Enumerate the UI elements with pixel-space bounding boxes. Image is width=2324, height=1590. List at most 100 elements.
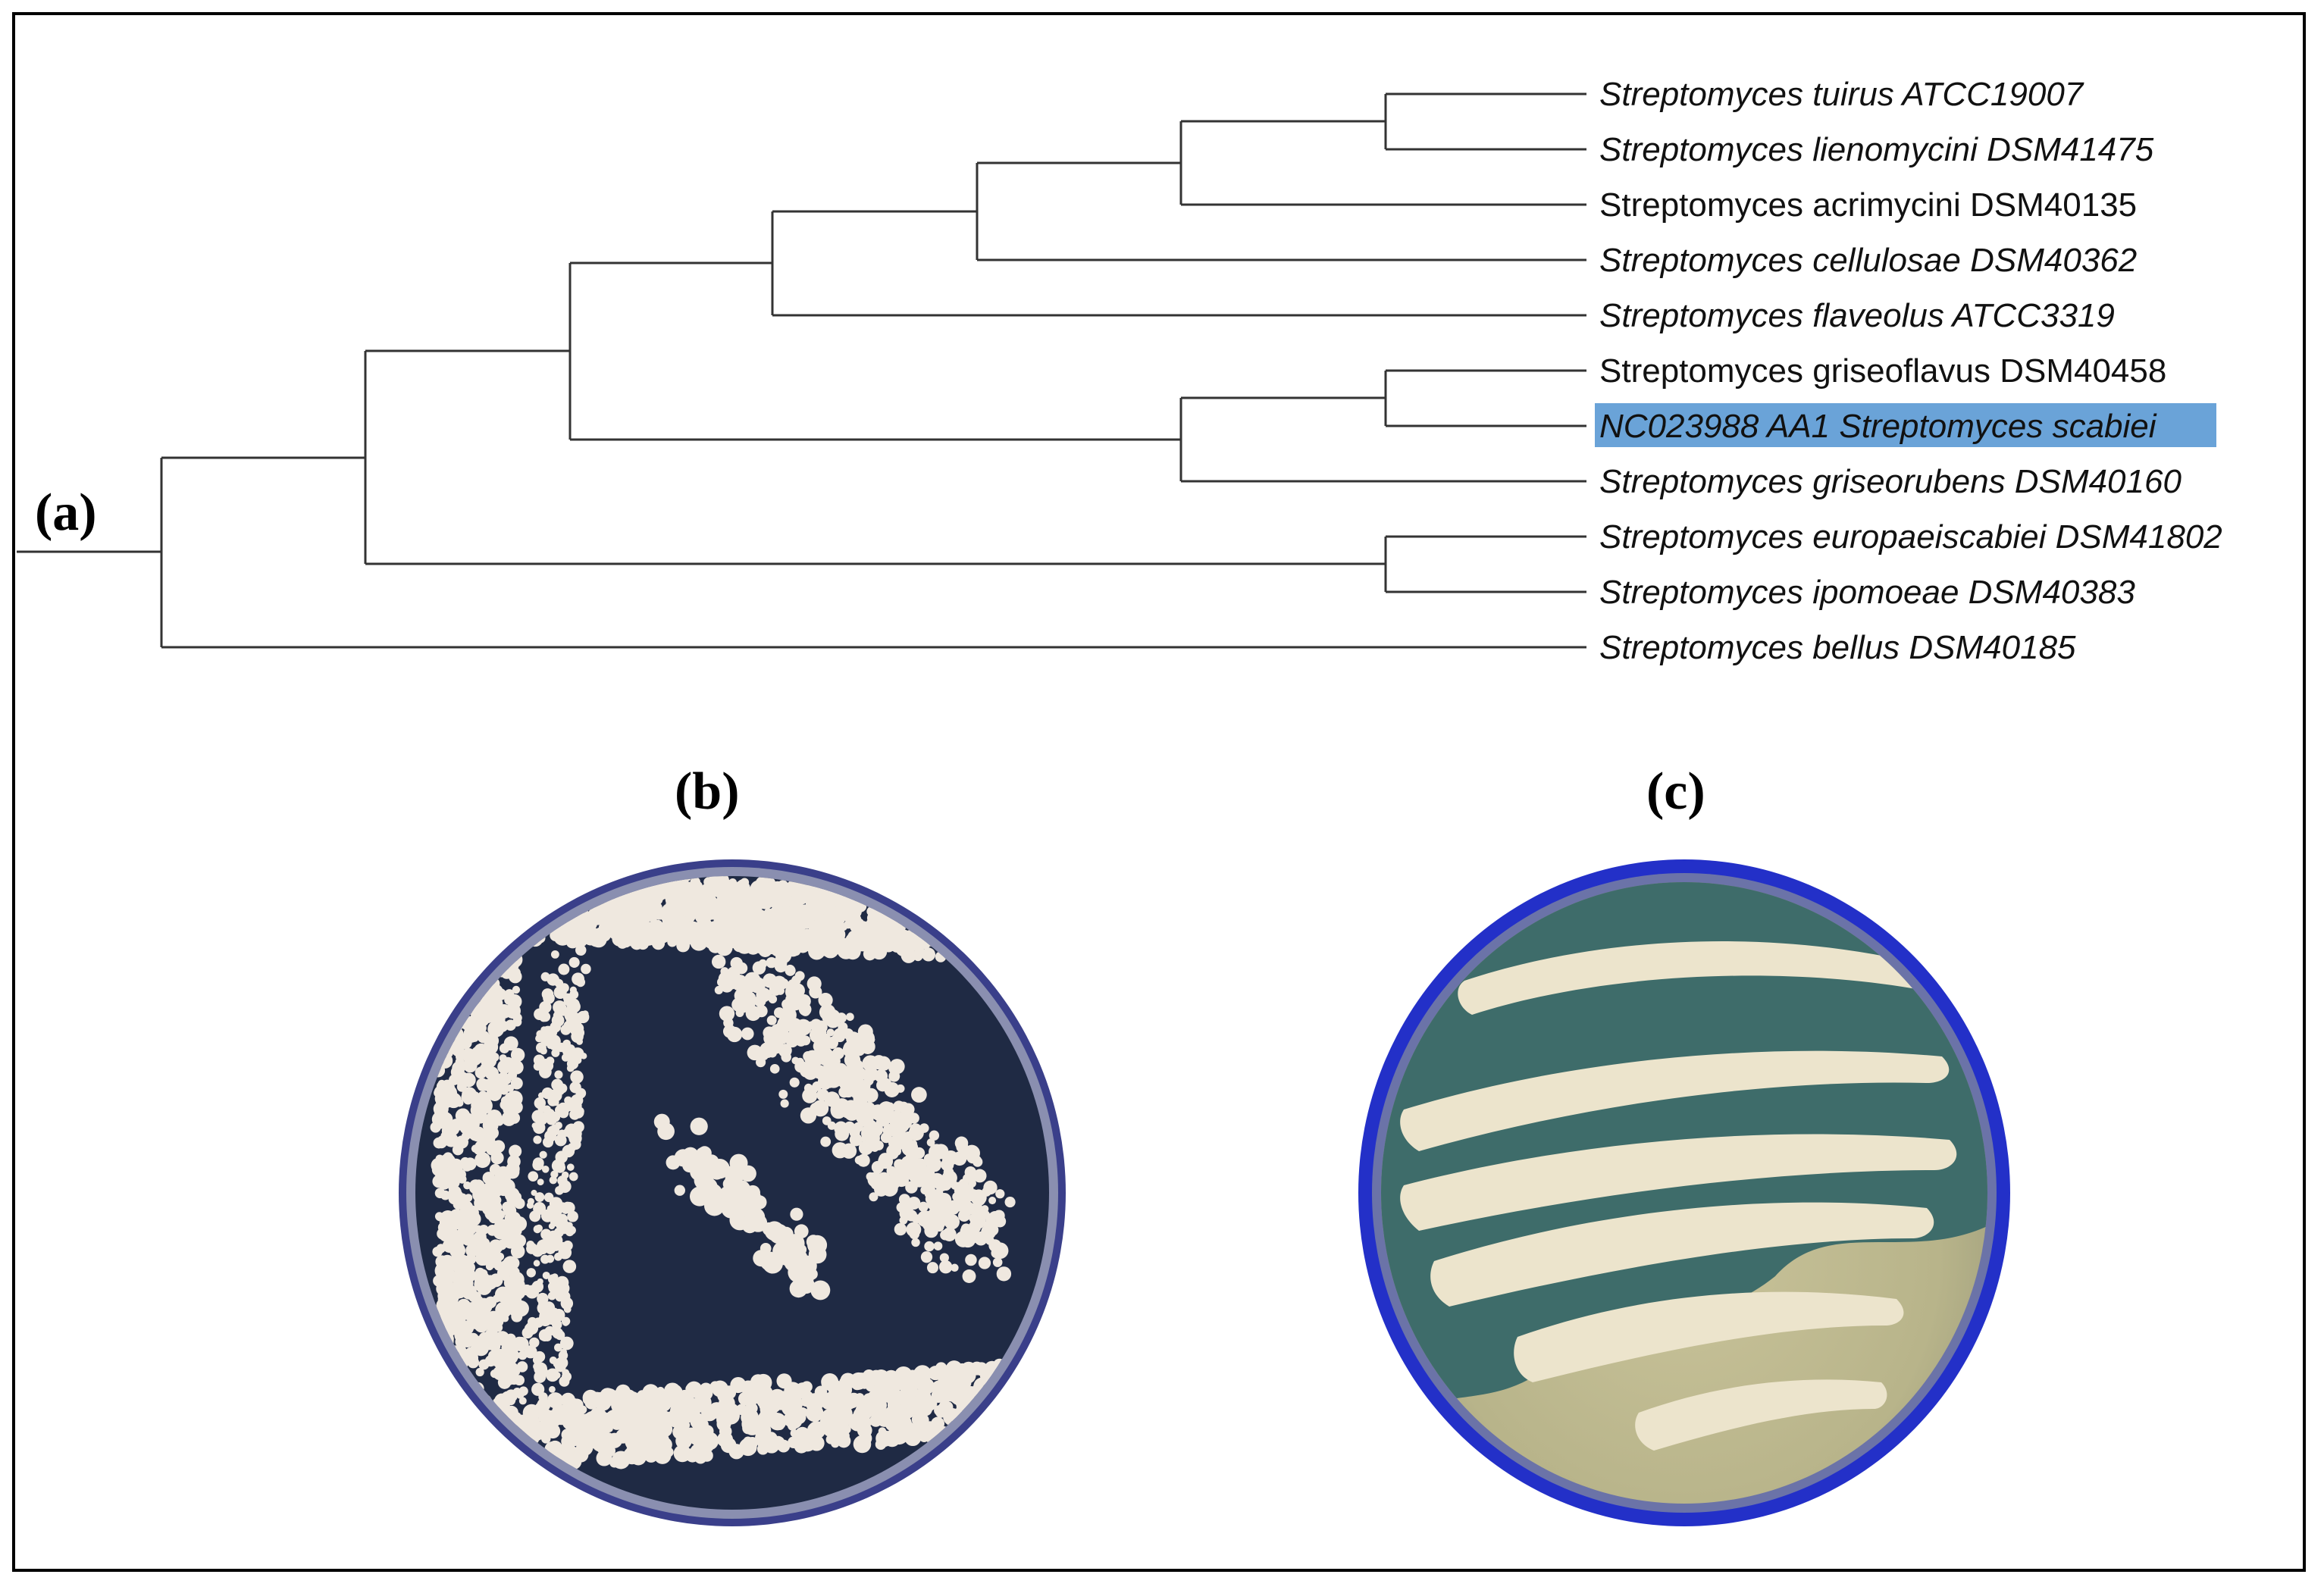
- colony: [487, 1087, 502, 1101]
- colony: [443, 981, 452, 991]
- colony: [566, 876, 581, 886]
- colony: [900, 1133, 908, 1141]
- colony: [540, 1059, 552, 1070]
- colony: [504, 876, 522, 887]
- colony: [904, 937, 918, 952]
- colony: [484, 925, 496, 936]
- colony: [436, 982, 452, 997]
- colony: [554, 1070, 563, 1079]
- colony: [938, 1260, 953, 1274]
- tree-leaf-label: Streptomyces bellus DSM40185: [1599, 629, 2076, 666]
- colony: [875, 1056, 891, 1071]
- colony: [650, 884, 664, 898]
- colony: [956, 917, 971, 931]
- highlight-box: [1595, 403, 2216, 447]
- colony: [537, 1178, 544, 1186]
- colony: [912, 892, 923, 903]
- colony: [526, 1241, 535, 1249]
- tree-leaf-label: Streptomyces flaveolus ATCC3319: [1599, 297, 2115, 334]
- colony: [550, 1124, 559, 1133]
- colony: [559, 1336, 574, 1351]
- colony: [575, 1038, 584, 1045]
- colony: [514, 892, 530, 909]
- colony: [659, 1391, 677, 1408]
- colony: [517, 876, 534, 890]
- colony: [535, 1375, 543, 1383]
- petri-dish-plate-c: [1358, 859, 2010, 1526]
- colony: [429, 975, 443, 989]
- colony: [615, 1384, 631, 1400]
- colony: [565, 1398, 575, 1407]
- colony: [511, 1457, 521, 1466]
- colony: [933, 912, 945, 925]
- colony: [433, 1275, 445, 1287]
- colony: [753, 879, 772, 897]
- tree-leaf-label: Streptomyces acrimycini DSM40135: [1599, 186, 2137, 224]
- colony: [943, 1150, 959, 1166]
- colony: [549, 1356, 557, 1364]
- colony: [550, 950, 559, 959]
- colony: [744, 1418, 761, 1435]
- colony: [439, 1423, 453, 1437]
- colony: [667, 937, 678, 947]
- colony: [475, 1152, 491, 1169]
- colony: [566, 1163, 575, 1171]
- colony: [1030, 1377, 1039, 1385]
- colony: [551, 1048, 560, 1057]
- colony: [558, 926, 567, 936]
- colony: [566, 1015, 581, 1028]
- colony: [534, 1203, 545, 1213]
- colony: [670, 925, 683, 938]
- colony: [538, 1329, 551, 1341]
- colony: [533, 877, 543, 887]
- colony: [429, 972, 440, 984]
- colony: [493, 1219, 510, 1235]
- colony: [924, 1223, 938, 1238]
- colony: [430, 996, 439, 1004]
- colony: [841, 1078, 854, 1091]
- colony: [434, 1442, 447, 1456]
- colony: [509, 967, 521, 978]
- colony: [793, 1026, 807, 1039]
- colony: [567, 876, 575, 884]
- colony: [503, 1102, 518, 1117]
- colony: [512, 876, 525, 883]
- colony: [480, 951, 493, 964]
- colony: [584, 1395, 599, 1410]
- colony: [1023, 1372, 1032, 1382]
- colony: [842, 911, 853, 922]
- colony: [529, 1210, 541, 1222]
- colony: [829, 1055, 841, 1067]
- colony: [1016, 1369, 1035, 1388]
- colony: [891, 880, 909, 898]
- tree-leaf-label: Streptomyces griseoflavus DSM40458: [1599, 352, 2166, 390]
- colony: [494, 1441, 509, 1455]
- colony: [547, 1392, 564, 1409]
- colony: [443, 1428, 454, 1439]
- colony: [812, 889, 822, 900]
- colony: [828, 1385, 837, 1394]
- colony: [768, 1048, 777, 1058]
- colony: [769, 1063, 780, 1074]
- colony: [629, 923, 637, 931]
- colony: [534, 880, 543, 889]
- colony: [775, 947, 792, 964]
- colony: [478, 1335, 491, 1347]
- colony: [606, 1432, 622, 1448]
- colony: [516, 876, 527, 886]
- colony: [790, 937, 805, 953]
- colony: [545, 882, 557, 894]
- colony: [679, 892, 693, 905]
- colony: [900, 1203, 912, 1214]
- colony: [576, 876, 594, 894]
- colony: [733, 884, 747, 898]
- colony: [768, 994, 778, 1004]
- colony: [446, 1385, 458, 1398]
- colony: [524, 1345, 537, 1359]
- colony: [863, 947, 877, 961]
- colony: [556, 1213, 568, 1225]
- colony: [515, 900, 527, 910]
- colony: [464, 970, 475, 980]
- colony: [871, 1387, 885, 1402]
- colony: [432, 1175, 446, 1188]
